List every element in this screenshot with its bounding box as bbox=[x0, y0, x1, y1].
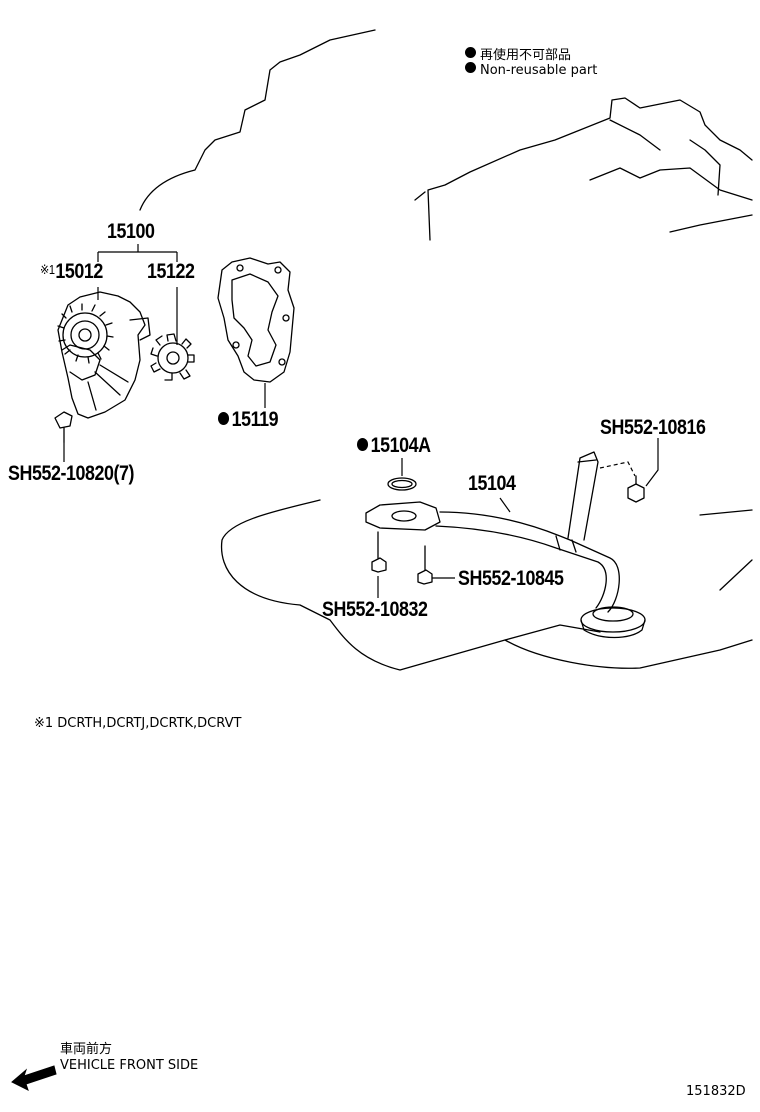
footnote-text: ※1 DCRTH,DCRTJ,DCRTK,DCRVT bbox=[34, 716, 242, 731]
engine-block-outline bbox=[139, 29, 376, 211]
bolt-10820-label[interactable]: SH552-10820(7) bbox=[8, 462, 135, 485]
filled-circle-icon bbox=[357, 438, 369, 451]
bolt-10816-label[interactable]: SH552-10816 bbox=[600, 416, 706, 439]
oil-pan-outline bbox=[220, 499, 753, 671]
rotor-gear-drawing bbox=[150, 333, 195, 381]
bolt-10845-label[interactable]: SH552-10845 bbox=[458, 567, 564, 590]
gasket-drawing bbox=[217, 257, 295, 383]
arrow-left-icon bbox=[11, 1065, 57, 1091]
leader-lines bbox=[63, 244, 659, 598]
direction-en: VEHICLE FRONT SIDE bbox=[60, 1058, 199, 1073]
part-15119-label[interactable]: 15119 bbox=[218, 408, 279, 432]
bolt-10832-label[interactable]: SH552-10832 bbox=[322, 598, 428, 621]
drawing-code: 151832D bbox=[686, 1084, 746, 1099]
footnote-mark: ※1 bbox=[40, 262, 55, 277]
part-15100-label[interactable]: 15100 bbox=[107, 220, 155, 243]
part-15104-label[interactable]: 15104 bbox=[468, 472, 516, 495]
filled-circle-icon bbox=[465, 47, 476, 58]
legend-line-en: Non-reusable part bbox=[465, 62, 597, 78]
strainer-pipe-drawing bbox=[365, 451, 646, 639]
part-15012-label[interactable]: ※115012 bbox=[40, 260, 103, 283]
bolt-10832-drawing bbox=[371, 531, 387, 573]
filled-circle-icon bbox=[218, 412, 230, 425]
o-ring-drawing bbox=[387, 477, 417, 491]
oil-pump-housing-drawing bbox=[57, 291, 151, 419]
part-15104A-label[interactable]: 15104A bbox=[357, 434, 431, 458]
filled-circle-icon bbox=[465, 62, 476, 73]
legend-line-jp: 再使用不可部品 bbox=[465, 44, 571, 63]
engine-block-right-outline bbox=[427, 97, 753, 241]
drive-gear-drawing bbox=[57, 303, 114, 364]
part-15122-label[interactable]: 15122 bbox=[147, 260, 195, 283]
bolt-10820-drawing bbox=[54, 411, 73, 443]
bolt-10845-drawing bbox=[417, 545, 433, 585]
direction-jp: 車両前方 bbox=[60, 1042, 113, 1057]
bolt-10816-drawing bbox=[627, 475, 645, 503]
